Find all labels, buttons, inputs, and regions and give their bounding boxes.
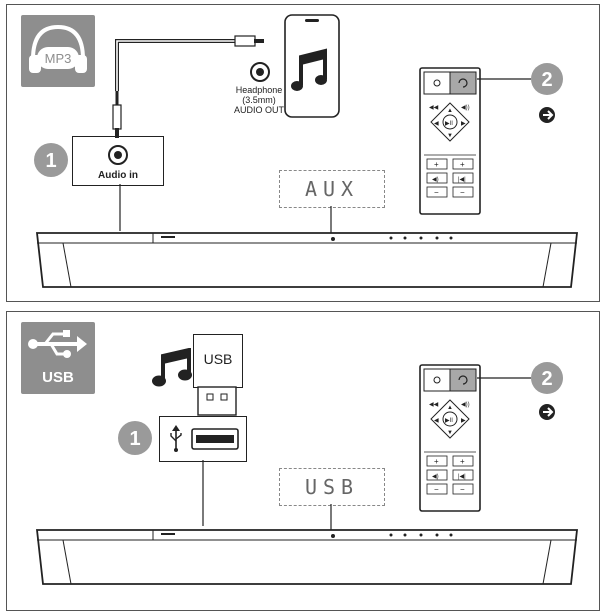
usb-panel: USB USB 1 — [6, 311, 600, 611]
mp3-badge: MP3 — [21, 15, 95, 87]
svg-text:+: + — [460, 457, 465, 466]
aux-jack-icon — [108, 145, 128, 165]
mp3-badge-label: MP3 — [45, 51, 72, 66]
music-note-icon — [152, 348, 192, 387]
mp3-aux-panel: MP3 1 Audio in Headphone (3.5mm) — [6, 4, 600, 302]
svg-text:▲: ▲ — [447, 405, 453, 411]
svg-text:▶II: ▶II — [445, 418, 453, 424]
svg-text:1: 1 — [45, 150, 56, 172]
usb-port-box — [159, 416, 247, 462]
usb-port-icon — [191, 428, 239, 450]
audio-in-label: Audio in — [98, 170, 138, 181]
svg-text:◀): ◀) — [432, 474, 439, 480]
step-1-marker: 1 — [118, 421, 152, 455]
svg-text:◀): ◀) — [432, 177, 439, 183]
power-icon — [433, 79, 441, 87]
step-2-marker: 2 — [477, 362, 563, 420]
svg-text:2: 2 — [541, 368, 552, 390]
headphone-icon: MP3 — [29, 24, 87, 73]
source-button-highlighted — [449, 368, 477, 392]
soundbar-display-aux: AUX — [279, 170, 385, 208]
remote-control: ◀◀ ◀)) ▶II ▲ ▼ ◀ ▶ + + ◀) |◀| − − — [419, 67, 481, 215]
svg-text:◀◀: ◀◀ — [429, 105, 439, 111]
svg-text:|◀|: |◀| — [458, 474, 466, 480]
step-2-marker: 2 — [477, 63, 563, 123]
power-icon — [433, 376, 441, 384]
soundbar-display-usb: USB — [279, 468, 385, 506]
play-pause-button — [442, 411, 458, 427]
svg-text:2: 2 — [541, 69, 552, 91]
svg-text:◀◀: ◀◀ — [429, 402, 439, 408]
svg-text:▼: ▼ — [447, 133, 453, 139]
svg-text:1: 1 — [129, 428, 140, 450]
step-1-marker: 1 — [34, 143, 68, 177]
svg-text:◀)): ◀)) — [461, 402, 470, 408]
flash-drive-label: USB — [203, 351, 233, 367]
svg-text:◀)): ◀)) — [461, 105, 470, 111]
svg-text:|◀|: |◀| — [458, 177, 466, 183]
svg-text:▶: ▶ — [461, 418, 466, 424]
usb-symbol-icon: USB — [28, 330, 87, 386]
source-icon — [458, 375, 468, 385]
headphone-out-jack-icon — [250, 62, 270, 82]
svg-text:−: − — [460, 188, 465, 197]
svg-text:▶: ▶ — [461, 121, 466, 127]
source-icon — [458, 78, 468, 88]
soundbar — [35, 232, 579, 288]
music-note-icon — [291, 48, 327, 91]
svg-text:▼: ▼ — [447, 430, 453, 436]
svg-text:−: − — [434, 485, 439, 494]
smartphone-icon — [284, 14, 340, 118]
press-arrow-icon — [539, 404, 555, 420]
play-pause-button — [442, 114, 458, 130]
svg-text:▲: ▲ — [447, 108, 453, 114]
usb-flash-drive: USB — [193, 334, 243, 388]
svg-text:◀: ◀ — [434, 121, 439, 127]
svg-text:−: − — [434, 188, 439, 197]
usb-badge-label: USB — [42, 369, 74, 386]
remote-control: ◀◀ ◀)) ▶II ▲ ▼ ◀ ▶ + + ◀) |◀| − − — [419, 364, 481, 512]
headphone-out-label: Headphone (3.5mm) AUDIO OUT — [233, 85, 284, 115]
soundbar — [35, 529, 579, 585]
audio-in-port-box: Audio in — [72, 136, 164, 186]
svg-text:◀: ◀ — [434, 418, 439, 424]
aux-cable — [112, 35, 264, 231]
flash-drive-connector — [197, 386, 237, 416]
svg-text:−: − — [460, 485, 465, 494]
svg-text:+: + — [434, 160, 439, 169]
press-arrow-icon — [539, 107, 555, 123]
svg-text:+: + — [460, 160, 465, 169]
usb-badge: USB — [21, 322, 95, 394]
source-button-highlighted — [449, 71, 477, 95]
usb-trident-icon — [170, 425, 182, 452]
svg-text:▶II: ▶II — [445, 121, 453, 127]
svg-text:+: + — [434, 457, 439, 466]
